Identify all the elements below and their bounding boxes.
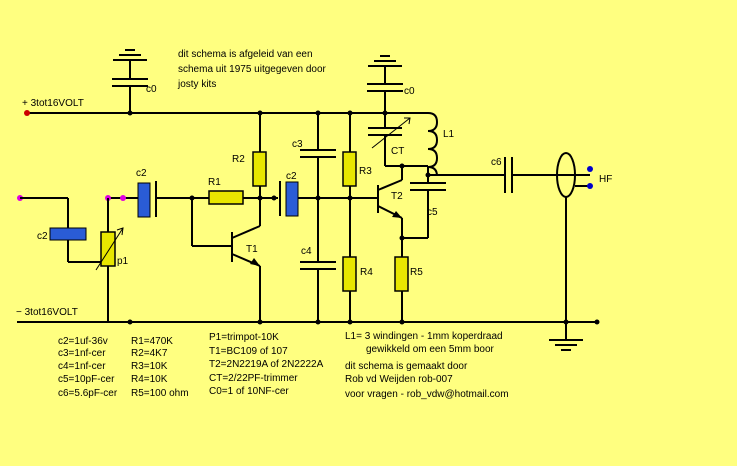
l1-note-line-1: L1= 3 windingen - 1mm koperdraad: [345, 331, 503, 342]
parts-col2-row2: R2=4K7: [131, 348, 168, 359]
parts-list: c2=1uf-36v c3=1nf-cer c4=1nf-cer c5=10pF…: [58, 332, 324, 399]
c2-input-label: c2: [37, 231, 48, 242]
c2-input-capacitor: [49, 227, 87, 241]
negative-rail: − 3tot16VOLT: [16, 307, 600, 325]
l1-label: L1: [443, 129, 455, 140]
parts-col3-row1: P1=trimpot-10K: [209, 332, 279, 343]
r3-r4-divider: R3 R4: [342, 113, 373, 322]
hf-terminal-1: [587, 166, 593, 172]
header-note-line-3: josty kits: [177, 79, 216, 90]
parts-col1-row4: c5=10pF-cer: [58, 374, 115, 385]
c2-coupling-capacitor: [285, 181, 299, 217]
parts-col2-row5: R5=100 ohm: [131, 388, 189, 399]
l1-note-line-2: gewikkeld om een 5mm boor: [366, 344, 495, 355]
r5-label: R5: [410, 267, 423, 278]
c4-label: c4: [301, 246, 312, 257]
c0-left-capacitor: c0: [112, 49, 157, 113]
ct-label: CT: [391, 146, 404, 157]
positive-rail: + 3tot16VOLT: [22, 98, 428, 116]
r3-label: R3: [359, 166, 372, 177]
c2-base-capacitor: [137, 182, 151, 218]
c6-label: c6: [491, 157, 502, 168]
r2-resistor: [252, 151, 267, 187]
header-note-line-1: dit schema is afgeleid van een: [178, 49, 313, 60]
t1-label: T1: [246, 244, 258, 255]
negative-rail-label: − 3tot16VOLT: [16, 307, 78, 318]
author-name: Rob vd Weijden rob-007: [345, 374, 453, 385]
parts-col3-row2: T1=BC109 of 107: [209, 346, 288, 357]
c0-right-label: c0: [404, 86, 415, 97]
c2-base-label: c2: [136, 168, 147, 179]
contact-note: voor vragen - rob_vdw@hotmail.com: [345, 389, 509, 400]
t2-label: T2: [391, 191, 403, 202]
parts-col3-row3: T2=2N2219A of 2N2222A: [209, 359, 324, 370]
positive-terminal: [24, 110, 30, 116]
input-section: c2 p1 c2: [17, 168, 205, 322]
c3-c4-column: c3 c4: [292, 113, 378, 322]
header-note-line-2: schema uit 1975 uitgegeven door: [178, 64, 327, 75]
r1-resistor: [208, 190, 244, 205]
parts-col1-row2: c3=1nf-cer: [58, 348, 106, 359]
p1-label: p1: [117, 256, 129, 267]
parts-col2-row1: R1=470K: [131, 336, 173, 347]
c3-label: c3: [292, 139, 303, 150]
c0-left-label: c0: [146, 84, 157, 95]
r4-resistor: [342, 256, 357, 292]
output-section: c6 HF: [425, 152, 612, 351]
c5-label: c5: [427, 207, 438, 218]
p1-potentiometer: [100, 231, 116, 267]
parts-col2-row3: R3=10K: [131, 361, 168, 372]
hf-label: HF: [599, 174, 612, 185]
r5-resistor: [394, 256, 409, 292]
parts-col1-row1: c2=1uf-36v: [58, 336, 108, 347]
c0-right-capacitor: c0: [367, 55, 415, 113]
r1-label: R1: [208, 177, 221, 188]
c2-coupling-label: c2: [286, 171, 297, 182]
r3-resistor: [342, 151, 357, 187]
r2-label: R2: [232, 154, 245, 165]
parts-col2-row4: R4=10K: [131, 374, 168, 385]
hf-terminal-2: [587, 183, 593, 189]
l1-coil: [427, 112, 439, 177]
notes: L1= 3 windingen - 1mm koperdraad gewikke…: [345, 331, 509, 400]
parts-col3-row4: CT=2/22PF-trimmer: [209, 373, 298, 384]
parts-col1-row5: c6=5.6pF-cer: [58, 388, 118, 399]
t2-oscillator: T2 CT L1 c5 R5: [368, 112, 455, 322]
author-note: dit schema is gemaakt door: [345, 361, 468, 372]
parts-col3-row5: C0=1 of 10NF-cer: [209, 386, 289, 397]
positive-rail-label: + 3tot16VOLT: [22, 98, 84, 109]
header-note: dit schema is afgeleid van een schema ui…: [177, 49, 327, 90]
stage-1: R1 R2 T1 c2: [191, 113, 318, 322]
r4-label: R4: [360, 267, 373, 278]
parts-col1-row3: c4=1nf-cer: [58, 361, 106, 372]
